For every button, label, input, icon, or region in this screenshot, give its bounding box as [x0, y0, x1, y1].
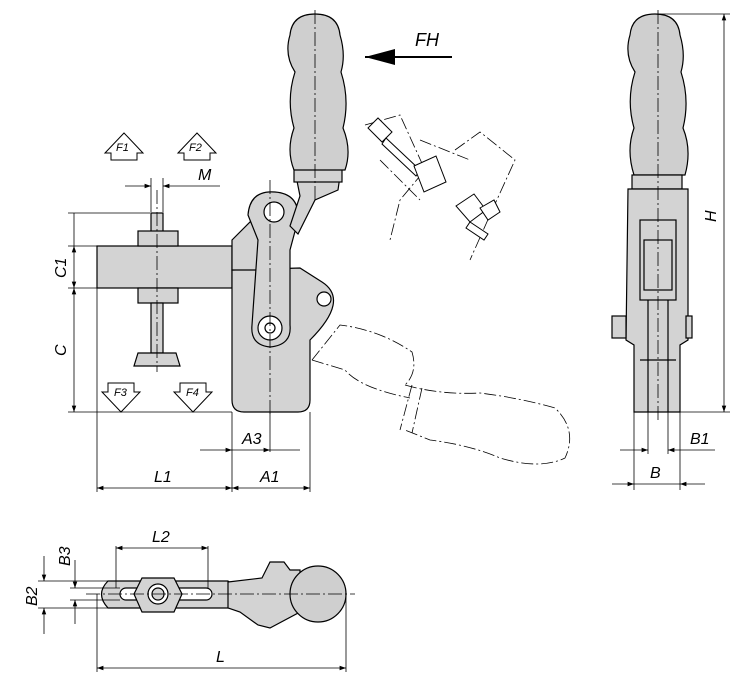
force-label-f3: F3	[114, 387, 128, 399]
force-label-f2: F2	[189, 142, 202, 154]
front-view	[96, 10, 571, 465]
top-dimensions	[38, 545, 347, 672]
dim-label-l: L	[216, 649, 225, 666]
dim-label-b1: B1	[690, 431, 710, 448]
force-arrow-f4	[172, 382, 214, 413]
dim-label-m: M	[198, 167, 212, 184]
dim-label-b3: B3	[57, 546, 74, 566]
fh-label: FH	[415, 30, 440, 50]
lever-link	[247, 191, 299, 348]
handle-shank	[289, 175, 341, 236]
dim-label-l2: L2	[152, 529, 170, 546]
fh-arrow	[365, 49, 452, 65]
force-arrow-f2	[176, 132, 218, 161]
side-dimensions	[612, 13, 730, 490]
base-hole	[316, 291, 332, 307]
dim-label-c: C	[53, 344, 70, 356]
force-arrow-f3	[100, 382, 142, 413]
dim-label-a3: A3	[241, 431, 262, 448]
handle-grip	[287, 13, 349, 171]
clamp-spindle	[133, 212, 181, 367]
dim-label-b2: B2	[24, 586, 41, 606]
top-body	[227, 561, 301, 629]
dim-label-a1: A1	[259, 469, 280, 486]
dim-label-l1: L1	[154, 469, 172, 486]
dim-label-c1: C1	[53, 258, 70, 278]
top-view	[86, 561, 355, 629]
front-dimensions	[68, 178, 311, 492]
clamp-arm	[96, 245, 233, 289]
side-view	[611, 10, 693, 420]
force-arrow-f1	[103, 132, 145, 161]
force-label-f4: F4	[186, 387, 199, 399]
dim-label-h: H	[703, 210, 720, 222]
force-arrows	[100, 132, 218, 413]
open-position-spindles	[367, 117, 501, 241]
force-label-f1: F1	[116, 142, 129, 154]
dim-label-b: B	[650, 465, 661, 482]
open-position-outline	[311, 114, 571, 465]
